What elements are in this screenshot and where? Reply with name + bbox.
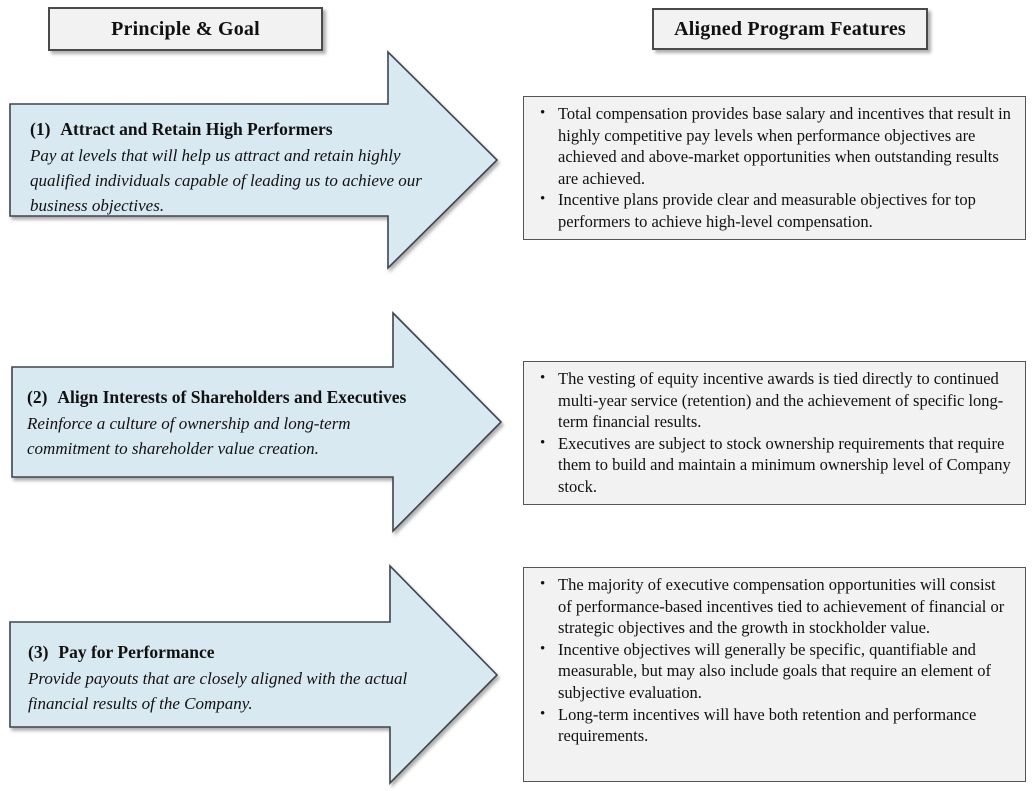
feature-item: Long-term incentives will have both rete… — [539, 704, 1011, 747]
principle-1-arrow-text: (1) Attract and Retain High Performers Pa… — [30, 117, 442, 218]
feature-item: The majority of executive compensation o… — [539, 574, 1011, 639]
principle-2-number: (2) — [27, 387, 48, 407]
principle-3-number: (3) — [28, 642, 49, 662]
principle-2-goal: Reinforce a culture of ownership and lon… — [27, 414, 351, 458]
features-box-1: Total compensation provides base salary … — [523, 96, 1026, 240]
principle-3-title-text: Pay for Performance — [58, 642, 215, 662]
features-list-3: The majority of executive compensation o… — [524, 574, 1025, 747]
principle-3-goal: Provide payouts that are closely aligned… — [28, 669, 408, 713]
feature-item: Executives are subject to stock ownershi… — [539, 433, 1011, 498]
principle-1-title-text: Attract and Retain High Performers — [60, 119, 333, 139]
principle-1-title: (1) Attract and Retain High Performers — [30, 117, 442, 141]
right-arrow-icon — [9, 50, 499, 270]
principle-3-arrow-text: (3) Pay for Performance Provide payouts t… — [28, 640, 436, 716]
principle-goal-header-label: Principle & Goal — [111, 17, 260, 40]
features-list-1: Total compensation provides base salary … — [524, 103, 1025, 233]
features-list-2: The vesting of equity incentive awards i… — [524, 368, 1025, 498]
feature-item: The vesting of equity incentive awards i… — [539, 368, 1011, 433]
features-box-2: The vesting of equity incentive awards i… — [523, 361, 1026, 505]
feature-item: Total compensation provides base salary … — [539, 103, 1011, 189]
features-box-3: The majority of executive compensation o… — [523, 567, 1026, 782]
feature-item: Incentive plans provide clear and measur… — [539, 189, 1011, 232]
right-arrow-icon — [9, 564, 499, 785]
principle-1-goal: Pay at levels that will help us attract … — [30, 146, 422, 215]
aligned-program-features-header: Aligned Program Features — [652, 8, 928, 50]
principle-goal-header: Principle & Goal — [48, 7, 323, 51]
feature-item: Incentive objectives will generally be s… — [539, 639, 1011, 704]
principle-3-title: (3) Pay for Performance — [28, 640, 436, 664]
right-arrow-icon — [11, 311, 503, 533]
principle-1-number: (1) — [30, 119, 51, 139]
principle-2-title-text: Align Interests of Shareholders and Exec… — [57, 387, 407, 407]
aligned-program-features-header-label: Aligned Program Features — [674, 17, 906, 40]
principle-2-title: (2) Align Interests of Shareholders and E… — [27, 385, 435, 409]
principle-2-arrow-text: (2) Align Interests of Shareholders and E… — [27, 385, 435, 461]
